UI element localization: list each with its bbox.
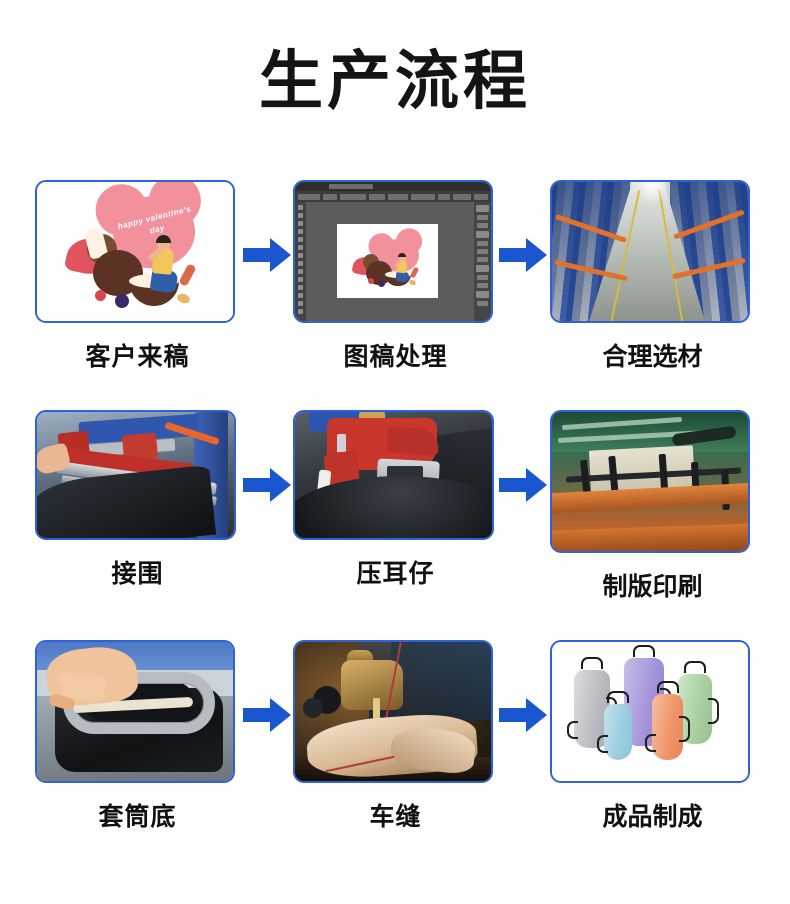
- crumb-shape: [175, 292, 192, 305]
- page-title: 生产流程: [259, 45, 531, 117]
- valentine-illustration: happy valentine's day: [63, 190, 211, 312]
- warehouse-photo: [552, 182, 748, 321]
- step-card-6[interactable]: 制版印刷: [550, 410, 755, 603]
- bobbin-wheel-small: [303, 698, 323, 718]
- steps-row-1: happy valentine's day: [0, 180, 790, 410]
- sewing-machine-head: [341, 660, 403, 710]
- press-anvil-slot: [387, 466, 423, 478]
- arrow-right-icon: [243, 468, 291, 502]
- step-card-8[interactable]: 车缝: [293, 640, 498, 833]
- step-label: 车缝: [369, 803, 422, 831]
- arrow-right-icon: [499, 698, 547, 732]
- person-head: [399, 255, 406, 262]
- step-label: 压耳仔: [356, 560, 435, 588]
- artwork-canvas: happy valentine's day: [37, 182, 233, 321]
- cone-shape: [178, 263, 197, 287]
- mold-forming-photo: [37, 642, 233, 781]
- needle-bar: [373, 698, 380, 728]
- steps-row-3: 套筒底: [0, 640, 790, 870]
- step-image-printing-press: [550, 410, 750, 553]
- finished-dry-bags: [552, 642, 748, 781]
- bag-strap: [679, 716, 690, 743]
- step-image-photoshop: [293, 180, 493, 323]
- press-copper-roller-lower: [552, 523, 748, 551]
- crumb-shape: [408, 278, 417, 287]
- dry-bag-green: [678, 661, 719, 744]
- arrow-right-icon: [243, 238, 291, 272]
- step-label: 客户来稿: [85, 343, 190, 371]
- step-card-1[interactable]: happy valentine's day: [35, 180, 240, 373]
- step-image-bag-bottom-mold: [35, 640, 235, 783]
- step-image-seam-welding: [35, 410, 236, 540]
- berry-red: [95, 290, 106, 301]
- press-gold-plate: [359, 412, 385, 422]
- dry-bag-blue: [597, 691, 632, 760]
- bag-strap-lower: [645, 734, 656, 753]
- berry-dark: [378, 280, 385, 287]
- step-card-2[interactable]: 图稿处理: [293, 180, 498, 373]
- person-hair: [398, 253, 406, 257]
- bag-strap-lower: [567, 720, 578, 739]
- step-label: 套筒底: [98, 803, 177, 831]
- step-card-3[interactable]: 合理选材: [550, 180, 755, 373]
- person-hair: [156, 235, 171, 243]
- arrow-right-icon: [499, 468, 547, 502]
- step-image-warehouse: [550, 180, 750, 323]
- bag-clip-icon: [633, 645, 655, 657]
- bag-clip-icon: [684, 661, 706, 673]
- steps-grid: happy valentine's day: [0, 180, 790, 870]
- step-card-5[interactable]: 压耳仔: [293, 410, 498, 590]
- step-label: 图稿处理: [343, 343, 448, 371]
- step-label: 制版印刷: [602, 573, 703, 601]
- bag-clip-icon: [581, 657, 603, 669]
- step-card-4[interactable]: 接围: [35, 410, 240, 590]
- ps-toolbar: [295, 202, 306, 321]
- sewing-machine-photo: [295, 642, 491, 781]
- welding-machine-photo: [37, 412, 234, 538]
- ceiling-light: [636, 182, 668, 204]
- steps-row-2: 接围: [0, 410, 790, 640]
- ps-artwork: [351, 236, 423, 287]
- press-machine-photo: [295, 412, 492, 538]
- step-label: 成品制成: [602, 803, 703, 831]
- step-image-sewing: [293, 640, 493, 783]
- step-image-grommet-press: [293, 410, 494, 540]
- step-card-9[interactable]: 成品制成: [550, 640, 755, 833]
- arrow-right-icon: [243, 698, 291, 732]
- step-label: 接围: [111, 560, 164, 588]
- dark-fabric-base: [295, 476, 492, 538]
- berry-red: [368, 278, 374, 284]
- bag-strap: [708, 697, 719, 724]
- step-card-7[interactable]: 套筒底: [35, 640, 240, 833]
- photoshop-window: [295, 182, 491, 321]
- berry-dark: [115, 294, 129, 308]
- step-label: 合理选材: [602, 343, 703, 371]
- bag-strap-lower: [597, 735, 608, 754]
- dry-bag-orange: [645, 681, 690, 760]
- printing-press-photo: [552, 412, 748, 551]
- bag-clip-icon: [656, 681, 679, 693]
- step-image-finished-bags: [550, 640, 750, 783]
- ps-menu-bar: [295, 191, 491, 202]
- ps-panels: [474, 202, 491, 321]
- bag-clip-icon: [607, 691, 629, 703]
- arrow-right-icon: [499, 238, 547, 272]
- ps-title-bar: [295, 182, 491, 191]
- step-image-customer-artwork: happy valentine's day: [35, 180, 235, 323]
